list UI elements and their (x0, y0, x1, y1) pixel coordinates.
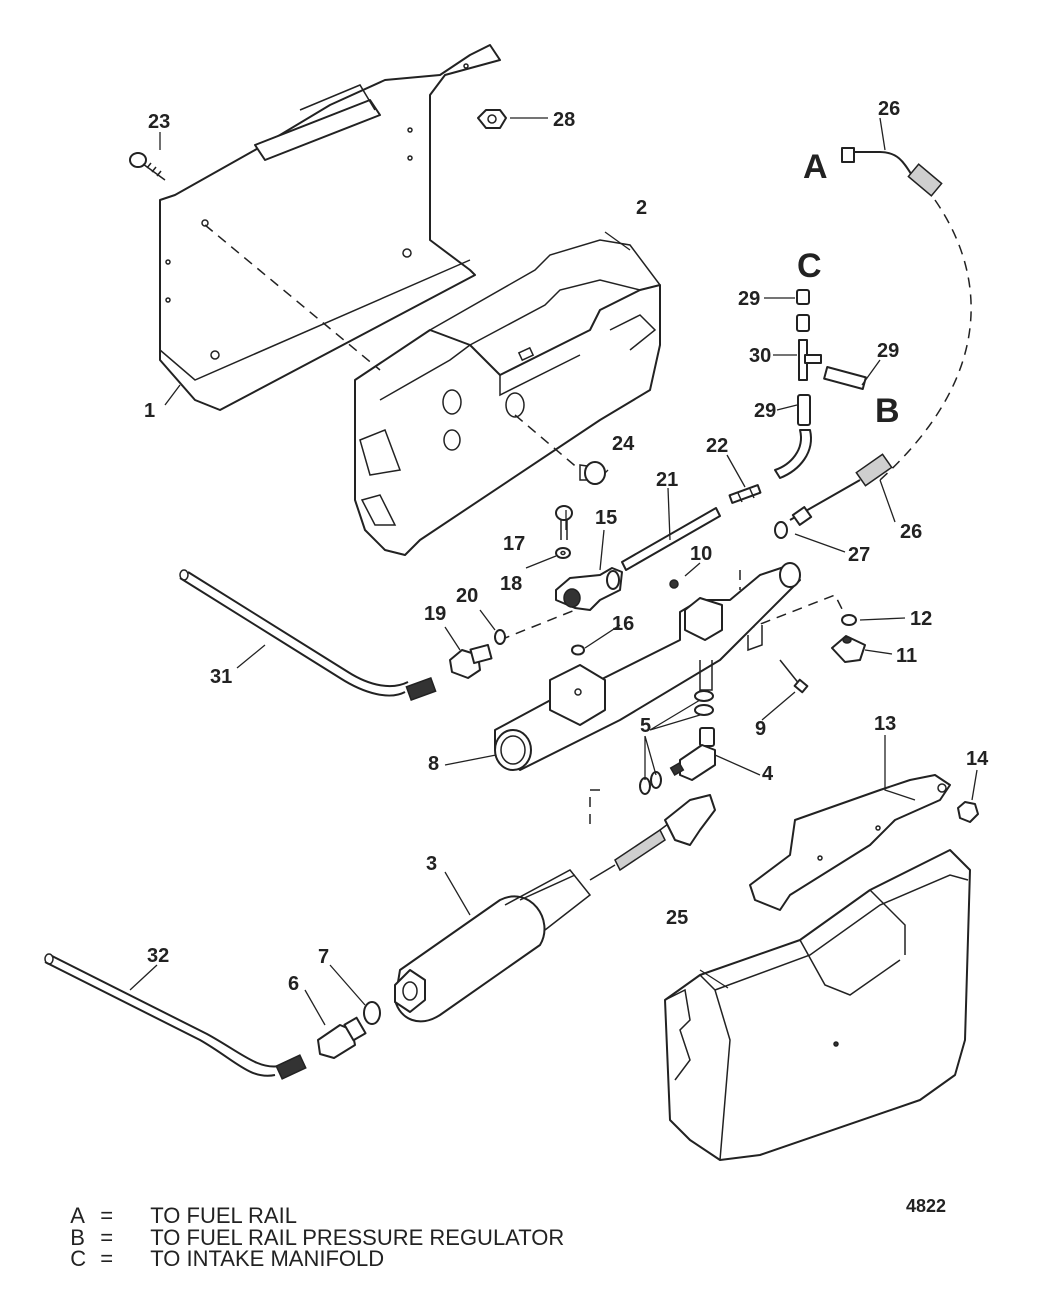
callout-27: 27 (848, 544, 870, 566)
callout-32: 32 (147, 945, 169, 967)
callout-18: 18 (500, 573, 522, 595)
callout-13: 13 (874, 713, 896, 735)
legend-key: C (70, 1246, 87, 1271)
screw-part-23 (129, 152, 166, 181)
legend-key: B (70, 1225, 85, 1250)
callout-11: 11 (896, 645, 917, 667)
callout-23: 23 (148, 111, 170, 133)
fitting-part-19 (449, 643, 493, 679)
nut-part-28 (477, 109, 507, 129)
callout-28: 28 (553, 109, 575, 131)
callout-6: 6 (288, 973, 299, 995)
connection-letters: A B C (797, 148, 900, 430)
diagram-code: 4822 (906, 1196, 947, 1216)
callout-9: 9 (755, 718, 766, 740)
callout-29-top: 29 (738, 288, 760, 310)
callout-25: 25 (666, 907, 688, 929)
o-rings-part-5 (639, 690, 714, 795)
o-ring-part-12 (841, 614, 857, 626)
alignment-line-bracket (204, 224, 381, 371)
callout-21: 21 (656, 469, 678, 491)
callout-19: 19 (424, 603, 446, 625)
callout-4: 4 (762, 763, 774, 785)
callout-17: 17 (503, 533, 525, 555)
callout-29-bottom: 29 (754, 400, 776, 422)
callout-7: 7 (318, 946, 329, 968)
callout-30: 30 (749, 345, 771, 367)
legend-equals: = (100, 1203, 114, 1228)
fitting-part-11 (831, 635, 866, 663)
legend-text: TO INTAKE MANIFOLD (150, 1246, 385, 1271)
callout-31: 31 (210, 666, 232, 688)
legend-row-c: C = TO INTAKE MANIFOLD (58, 1226, 384, 1270)
fitting-part-6 (317, 1016, 367, 1059)
connection-letter-a: A (803, 148, 828, 186)
fitting-part-22 (728, 484, 762, 504)
fuel-line-part-31 (179, 569, 437, 701)
fuel-pump-part-3 (394, 794, 716, 1023)
callout-14: 14 (966, 748, 989, 770)
mounting-bracket-part-1 (159, 44, 501, 411)
tee-fittings-parts-29-30 (774, 289, 867, 479)
plug-part-24 (579, 461, 606, 485)
fuel-rail-part-8 (494, 562, 801, 771)
alignment-line-plug (514, 414, 581, 471)
screw-part-10 (669, 579, 679, 589)
fuel-line-part-32 (44, 953, 307, 1080)
callout-22: 22 (706, 435, 728, 457)
pressure-regulator-part-15 (555, 567, 623, 611)
elbow-fitting-part-4 (669, 727, 716, 781)
cooler-bracket-part-2 (354, 239, 661, 556)
callout-3: 3 (426, 853, 437, 875)
legend-row-b: B = TO FUEL RAIL PRESSURE REGULATOR (58, 1205, 564, 1249)
o-ring-part-20 (494, 629, 506, 645)
callout-10: 10 (690, 543, 712, 565)
alignment-line-rail-11 (744, 594, 846, 631)
clip-part-16 (571, 644, 585, 656)
callout-24: 24 (612, 433, 635, 455)
legend-equals: = (100, 1225, 114, 1250)
bolt-part-17 (555, 505, 573, 540)
callout-12: 12 (910, 608, 932, 630)
callout-26-top: 26 (878, 98, 900, 120)
o-ring-part-27 (774, 521, 788, 539)
legend-equals: = (100, 1246, 114, 1271)
legend-key: A (70, 1203, 85, 1228)
callout-5: 5 (640, 715, 651, 737)
callout-labels: 1 2 3 4 5 6 7 8 9 10 11 12 13 14 15 16 1… (144, 98, 989, 995)
callout-29-right: 29 (877, 340, 899, 362)
bracket-part-13 (749, 774, 951, 911)
alignment-line-hose-26 (879, 199, 972, 481)
tube-part-21 (621, 507, 721, 571)
callout-1: 1 (144, 400, 155, 422)
connection-letter-b: B (875, 392, 900, 430)
callout-20: 20 (456, 585, 478, 607)
legend-row-a: A = TO FUEL RAIL (58, 1183, 297, 1227)
callout-2: 2 (636, 197, 647, 219)
connection-letter-c: C (797, 247, 822, 285)
callout-26-bottom: 26 (900, 521, 922, 543)
legend-text: TO FUEL RAIL PRESSURE REGULATOR (150, 1225, 565, 1250)
nut-part-14 (957, 801, 979, 823)
leader-lines (129, 117, 978, 1026)
screw-part-9 (779, 659, 809, 694)
washer-part-18 (555, 547, 571, 559)
callout-8: 8 (428, 753, 439, 775)
hose-part-26 (789, 147, 943, 526)
cooler-part-25 (664, 849, 971, 1161)
o-ring-part-7 (363, 1001, 381, 1025)
callout-15: 15 (595, 507, 617, 529)
legend-text: TO FUEL RAIL (150, 1203, 297, 1228)
callout-16: 16 (612, 613, 634, 635)
